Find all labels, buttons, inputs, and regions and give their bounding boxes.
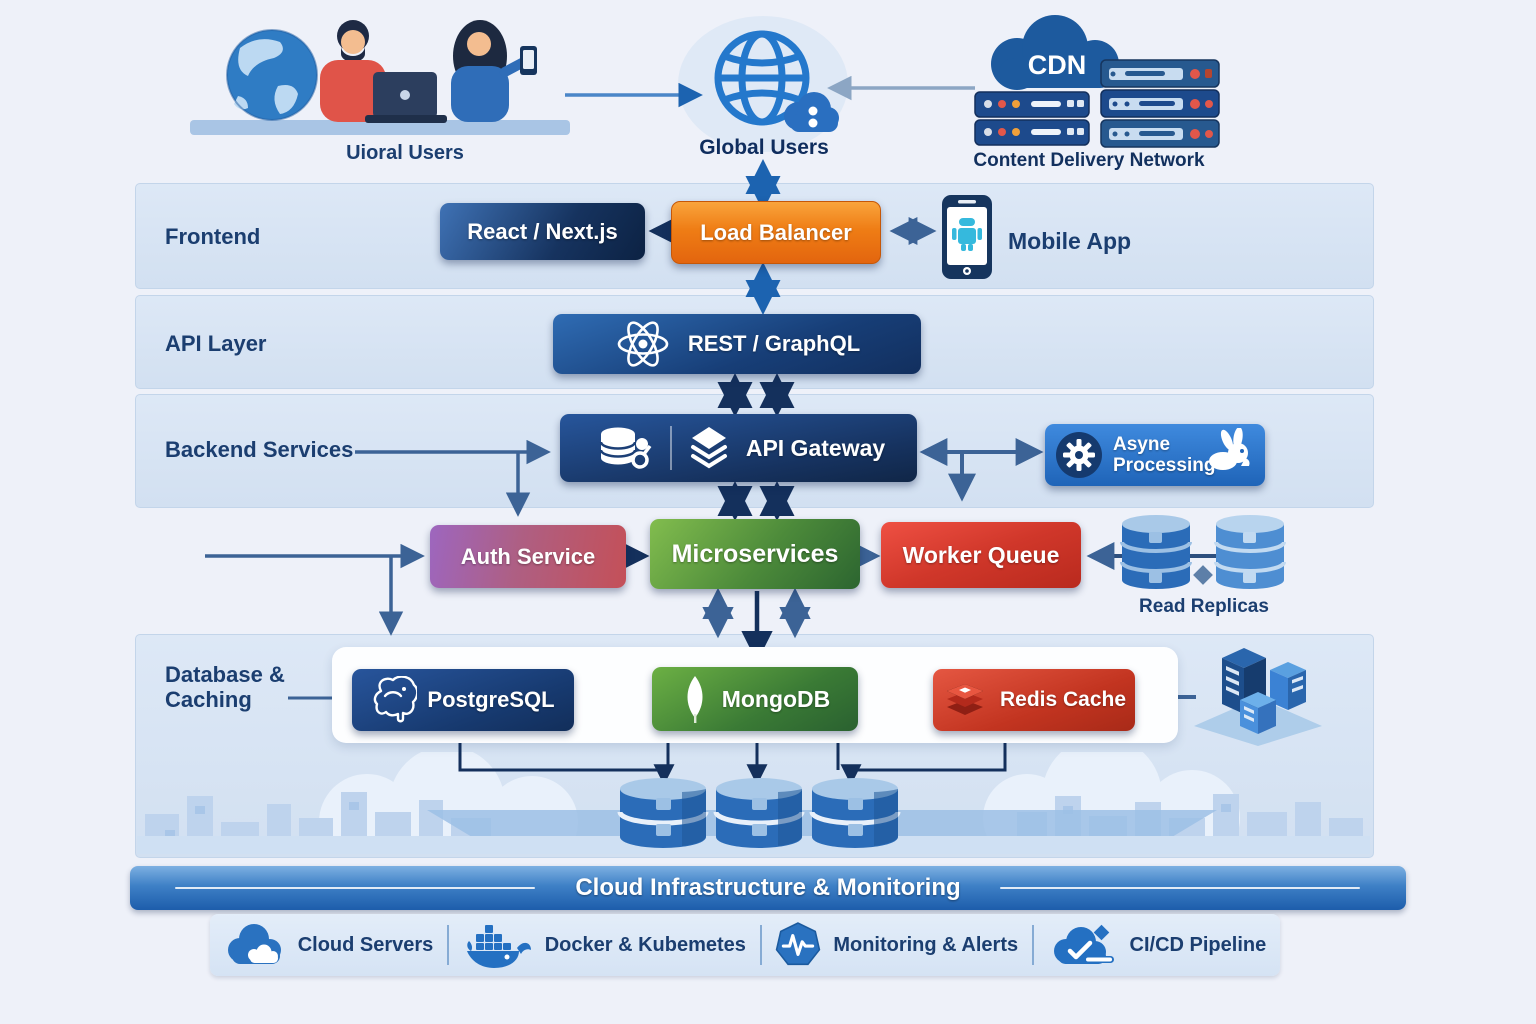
react-nextjs-label: React / Next.js	[467, 218, 618, 244]
woman-with-phone-figure	[451, 20, 537, 122]
monitoring-pulse-icon	[776, 922, 821, 966]
postgresql-box: PostgreSQL	[352, 669, 574, 731]
mongodb-leaf-icon	[687, 676, 703, 723]
gear-icon	[1056, 432, 1102, 478]
worker-queue-box: Worker Queue	[881, 522, 1081, 588]
mobile-app-label: Mobile App	[1008, 228, 1132, 254]
microservices-box: Microservices	[650, 519, 860, 589]
legend-divider	[759, 925, 762, 965]
earth-globe-icon	[226, 29, 318, 121]
banner-rule-left	[175, 887, 535, 889]
building-block	[1222, 648, 1266, 714]
layers-diamond-icon	[690, 427, 727, 469]
legend-label: Monitoring & Alerts	[833, 933, 1019, 956]
global-users-globe-icon	[714, 30, 839, 132]
man-with-laptop-figure	[320, 20, 447, 123]
redis-cache-label: Redis Cache	[999, 688, 1127, 711]
worker-queue-label: Worker Queue	[902, 541, 1060, 568]
android-robot-icon	[952, 218, 982, 251]
database-key-icon	[599, 427, 652, 469]
database-cylinders-icon	[612, 778, 912, 858]
cicd-cloud-icon	[1053, 924, 1114, 964]
react-atom-icon	[617, 321, 669, 367]
mobile-phone-icon	[942, 195, 992, 279]
rabbit-icon	[1209, 428, 1250, 470]
cdn-cloud-label: CDN	[1028, 50, 1087, 80]
read-replicas-label: Read Replicas	[1139, 596, 1269, 617]
read-replicas-icon	[1120, 515, 1286, 589]
mongodb-box: MongoDB	[652, 667, 858, 731]
backend-band-label: Backend Services	[165, 437, 354, 462]
cloud-icon	[227, 924, 281, 964]
auth-service-label: Auth Service	[460, 543, 596, 569]
legend-item-docker-kubernetes: Docker & Kubemetes	[463, 920, 746, 970]
datacenter-buildings-icon	[1194, 648, 1322, 746]
legend-divider	[447, 925, 450, 965]
auth-service-box: Auth Service	[430, 525, 626, 588]
banner-rule-right	[1000, 887, 1360, 889]
api-gateway-box: API Gateway	[560, 414, 917, 482]
legend-item-cloud-servers: Cloud Servers	[224, 924, 434, 966]
rest-graphql-box: REST / GraphQL	[553, 314, 921, 374]
global-users-label: Global Users	[699, 136, 829, 159]
desk-platform	[190, 120, 570, 135]
banner-title: Cloud Infrastructure & Monitoring	[575, 874, 961, 901]
rest-graphql-label: REST / GraphQL	[687, 331, 861, 356]
database-band-label: Database & Caching	[165, 662, 285, 713]
legend-divider	[1031, 925, 1034, 965]
microservices-label: Microservices	[671, 539, 839, 568]
legend-label: Docker & Kubemetes	[544, 933, 746, 956]
legend-label: CI/CD Pipeline	[1129, 933, 1267, 956]
load-balancer-box: Load Balancer	[671, 201, 881, 264]
legend-label: Cloud Servers	[297, 933, 434, 956]
cdn-label: Content Delivery Network	[973, 150, 1205, 171]
api-layer-band-label: API Layer	[165, 331, 267, 356]
db-cylinder-icon	[1214, 515, 1286, 589]
db-cylinder-icon	[1120, 515, 1192, 589]
react-nextjs-box: React / Next.js	[440, 203, 645, 260]
api-gateway-label: API Gateway	[745, 434, 886, 461]
icon-divider	[669, 426, 672, 470]
cdn-illustration: CDN	[974, 15, 1220, 148]
local-users-label: Uioral Users	[346, 142, 464, 164]
legend-item-monitoring: Monitoring & Alerts	[775, 922, 1018, 968]
async-processing-label: Asyne Processing	[1113, 433, 1216, 476]
load-balancer-label: Load Balancer	[700, 219, 852, 245]
cloud-badge-icon	[784, 92, 839, 132]
docker-whale-icon	[466, 925, 531, 968]
async-processing-box: Asyne Processing	[1045, 424, 1265, 486]
building-block	[1240, 692, 1276, 734]
redis-cache-box: Redis Cache	[933, 669, 1135, 731]
frontend-band-label: Frontend	[165, 224, 261, 249]
local-users-illustration	[190, 20, 570, 135]
legend-item-cicd: CI/CD Pipeline	[1048, 921, 1267, 969]
postgresql-label: PostgreSQL	[427, 687, 555, 712]
postgresql-elephant-icon	[374, 676, 418, 723]
cdn-cloud-icon	[991, 15, 1119, 90]
server-rack-icons	[974, 59, 1220, 148]
legend-bar: Cloud Servers Docker & Kubemetes	[210, 914, 1280, 976]
mongodb-label: MongoDB	[721, 685, 831, 712]
redis-stack-icon	[946, 684, 983, 715]
